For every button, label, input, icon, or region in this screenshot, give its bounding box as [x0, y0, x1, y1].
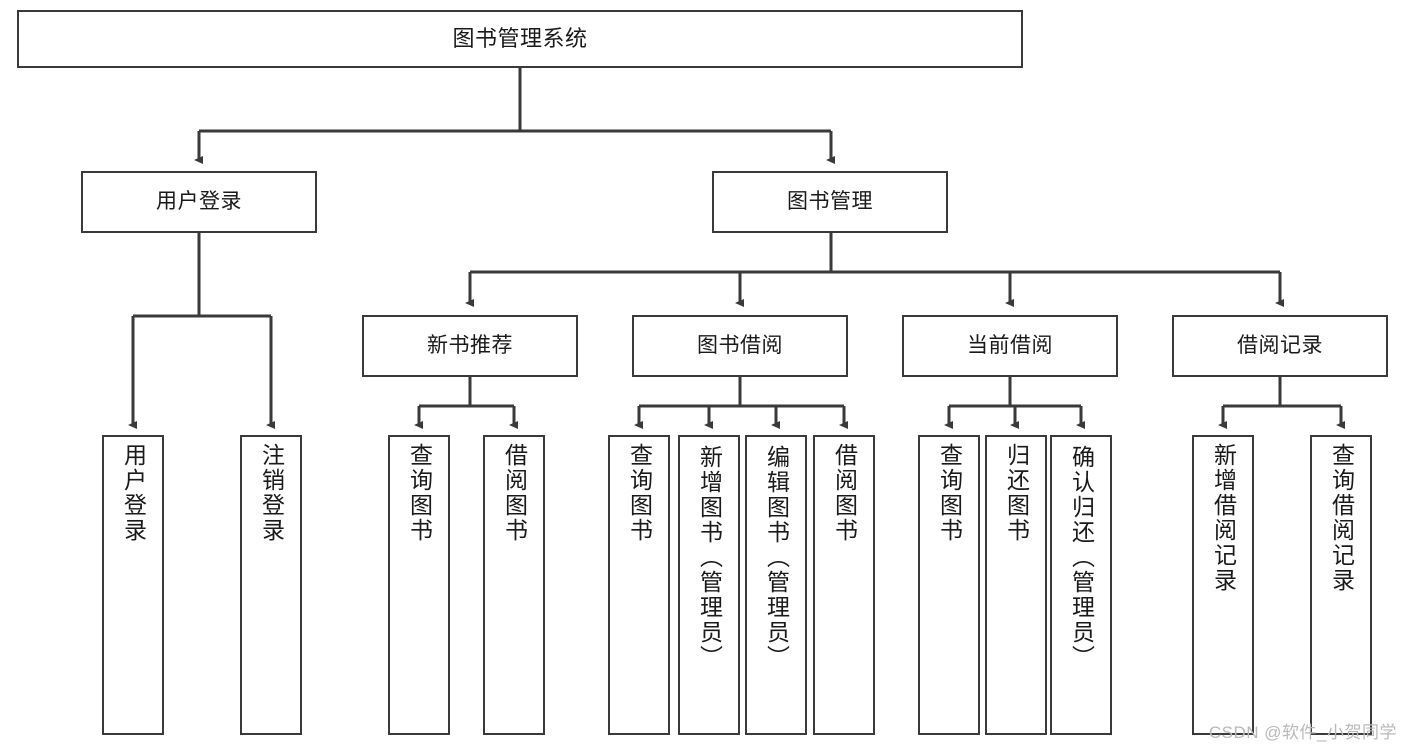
node-label: 归还图书: [1003, 443, 1030, 543]
leaf-query-book-borrow[interactable]: 查询图书: [608, 435, 670, 735]
node-label: 图书借阅: [697, 333, 783, 357]
node-book-borrow[interactable]: 图书借阅: [632, 315, 848, 377]
leaf-confirm-return-admin[interactable]: 确认归还（管理员）: [1050, 435, 1112, 735]
leaf-borrow-book-recommend[interactable]: 借阅图书: [483, 435, 545, 735]
leaf-logout[interactable]: 注销登录: [240, 435, 302, 735]
node-label: 图书管理: [787, 189, 873, 213]
node-label: 当前借阅: [967, 333, 1053, 357]
node-label: 新增借阅记录: [1210, 443, 1237, 593]
node-book-management[interactable]: 图书管理: [712, 171, 948, 233]
leaf-return-book[interactable]: 归还图书: [985, 435, 1047, 735]
leaf-query-book-current[interactable]: 查询图书: [918, 435, 980, 735]
node-new-book-recommend[interactable]: 新书推荐: [362, 315, 578, 377]
node-label: 用户登录: [156, 189, 242, 213]
leaf-query-borrow-record[interactable]: 查询借阅记录: [1310, 435, 1372, 735]
node-current-borrow[interactable]: 当前借阅: [902, 315, 1118, 377]
watermark-text: CSDN @软件_小贺同学: [1208, 723, 1397, 742]
node-label: 查询图书: [936, 443, 963, 543]
node-label: 查询借阅记录: [1328, 443, 1355, 593]
node-label: 新增图书（管理员）: [696, 445, 723, 670]
node-label: 查询图书: [626, 443, 653, 543]
node-user-login[interactable]: 用户登录: [81, 171, 317, 233]
node-root-system[interactable]: 图书管理系统: [17, 10, 1023, 68]
node-label: 图书管理系统: [452, 26, 588, 52]
leaf-borrow-book[interactable]: 借阅图书: [813, 435, 875, 735]
leaf-user-login[interactable]: 用户登录: [102, 435, 164, 735]
node-label: 借阅记录: [1237, 333, 1323, 357]
leaf-add-book-admin[interactable]: 新增图书（管理员）: [678, 435, 740, 735]
node-label: 借阅图书: [501, 443, 528, 543]
node-label: 用户登录: [120, 443, 147, 543]
node-label: 注销登录: [258, 443, 285, 543]
leaf-edit-book-admin[interactable]: 编辑图书（管理员）: [745, 435, 807, 735]
node-label: 确认归还（管理员）: [1068, 445, 1095, 670]
node-borrow-record[interactable]: 借阅记录: [1172, 315, 1388, 377]
node-label: 编辑图书（管理员）: [763, 445, 790, 670]
node-label: 查询图书: [406, 443, 433, 543]
node-label: 新书推荐: [427, 333, 513, 357]
leaf-add-borrow-record[interactable]: 新增借阅记录: [1192, 435, 1254, 735]
leaf-query-book-recommend[interactable]: 查询图书: [388, 435, 450, 735]
node-label: 借阅图书: [831, 443, 858, 543]
